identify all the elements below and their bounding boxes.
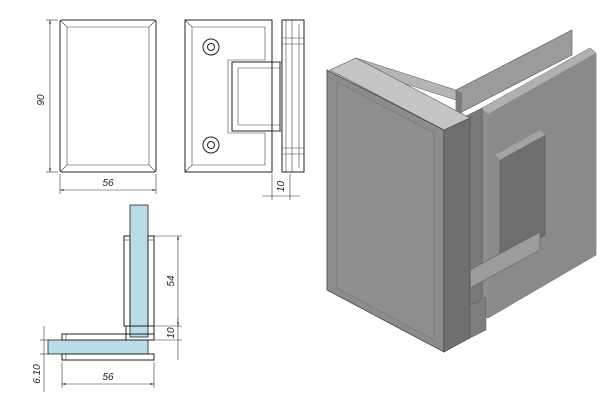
hinge-3d-render [326, 29, 597, 353]
dim-6-10-label: 6.10 [32, 364, 43, 384]
side-view [272, 19, 305, 173]
dim-90-label: 90 [36, 94, 47, 106]
vertical-glass-panel [129, 204, 149, 338]
dim-10-side-label: 10 [276, 180, 287, 192]
dimension-glass-leg: 54 [154, 235, 182, 327]
dimension-gap: 10 [154, 318, 182, 360]
dimension-glass-thickness: 6.10 [32, 326, 48, 392]
dimension-bottom-width: 56 [61, 362, 155, 388]
dimension-height: 90 [36, 19, 58, 173]
dimension-width: 56 [59, 174, 157, 194]
top-section-view [47, 204, 155, 361]
dim-56-label: 56 [102, 178, 114, 189]
dim-54-label: 54 [166, 275, 177, 287]
dim-10-gap-label: 10 [166, 327, 177, 339]
horizontal-glass-panel [47, 339, 149, 355]
front-view-plate [59, 19, 157, 173]
front-view-hinge [184, 19, 281, 173]
dimension-depth: 10 [262, 174, 300, 200]
dim-56-bottom-label: 56 [102, 372, 114, 383]
